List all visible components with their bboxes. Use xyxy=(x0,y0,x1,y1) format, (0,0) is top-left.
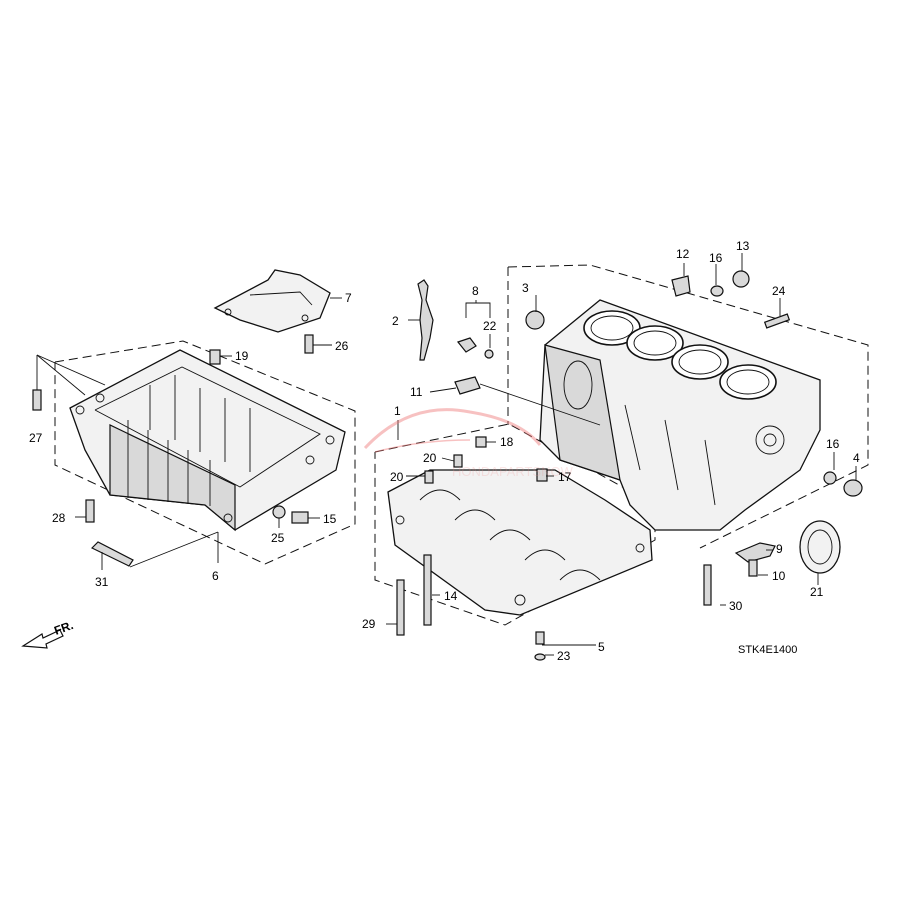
callout-27: 27 xyxy=(29,431,43,445)
watermark-logo: HONDAPARTSNOW xyxy=(363,408,574,479)
leader-lines xyxy=(36,253,857,656)
front-label: FR. xyxy=(52,618,75,638)
callout-15: 15 xyxy=(323,512,337,526)
callout-30: 30 xyxy=(729,599,743,613)
callout-16b: 16 xyxy=(826,437,840,451)
callout-22: 22 xyxy=(483,319,497,333)
callout-13: 13 xyxy=(736,239,750,253)
callout-17: 17 xyxy=(558,470,572,484)
callout-10: 10 xyxy=(772,569,786,583)
callout-28: 28 xyxy=(52,511,66,525)
callout-19: 19 xyxy=(235,349,249,363)
callout-3: 3 xyxy=(522,281,529,295)
callout-5: 5 xyxy=(598,640,605,654)
callout-12: 12 xyxy=(676,247,690,261)
watermark-text: HONDAPARTSNOW xyxy=(452,464,574,479)
callouts: 1 2 3 4 5 6 7 8 9 10 11 12 13 14 15 16 1… xyxy=(29,239,860,663)
callout-24: 24 xyxy=(772,284,786,298)
lower-block xyxy=(387,469,653,616)
front-arrow: FR. xyxy=(21,618,75,649)
callout-20b: 20 xyxy=(423,451,437,465)
callout-8: 8 xyxy=(472,284,479,298)
group-frames xyxy=(54,264,869,626)
callout-2: 2 xyxy=(392,314,399,328)
callout-29: 29 xyxy=(362,617,376,631)
callout-11: 11 xyxy=(410,385,423,399)
callout-31: 31 xyxy=(95,575,109,589)
callout-20a: 20 xyxy=(390,470,404,484)
callout-1: 1 xyxy=(394,404,401,418)
small-parts xyxy=(32,270,863,661)
callout-14: 14 xyxy=(444,589,458,603)
diagram-code: STK4E1400 xyxy=(738,644,797,656)
callout-26: 26 xyxy=(335,339,349,353)
callout-6: 6 xyxy=(212,569,219,583)
callout-18: 18 xyxy=(500,435,514,449)
callout-25: 25 xyxy=(271,531,285,545)
callout-9: 9 xyxy=(776,542,783,556)
callout-7: 7 xyxy=(345,291,352,305)
callout-4: 4 xyxy=(853,451,860,465)
callout-21: 21 xyxy=(810,585,824,599)
oil-pan xyxy=(69,349,346,532)
callout-16a: 16 xyxy=(709,251,723,265)
cylinder-block xyxy=(539,299,821,531)
baffle-plate xyxy=(213,269,331,333)
callout-23: 23 xyxy=(557,649,571,663)
